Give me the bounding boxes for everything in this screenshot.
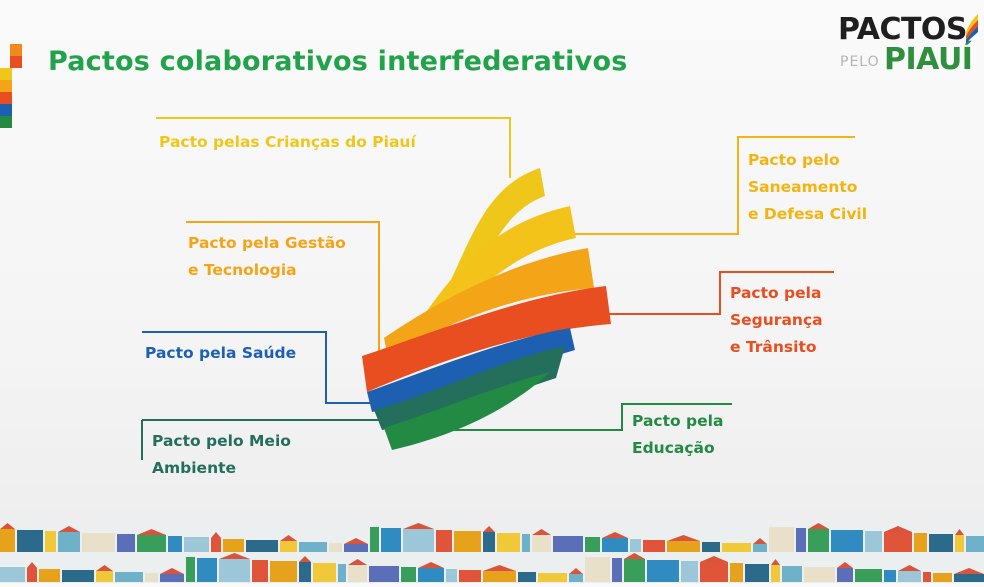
- logo: PACTOS PELO PIAUÍ: [838, 10, 978, 77]
- city-illustration-strip: [0, 522, 984, 583]
- ribbon-meio-ambiente: [374, 346, 565, 430]
- connector-criancas: [156, 117, 511, 178]
- label-meio-ambiente: Pacto pelo Meio Ambiente: [152, 432, 291, 477]
- page-title: Pactos colaborativos interfederativos: [48, 46, 628, 77]
- connector-gestao: [186, 221, 380, 354]
- connector-saneamento: [572, 136, 855, 235]
- logo-small-text: PELO: [840, 54, 880, 70]
- ribbon-saude: [367, 328, 575, 412]
- label-saneamento: Pacto pelo Saneamento e Defesa Civil: [748, 151, 868, 223]
- label-gestao: Pacto pela Gestão e Tecnologia: [188, 234, 346, 279]
- connector-seguranca: [605, 271, 834, 315]
- sidebar-accent: [0, 44, 22, 128]
- label-saude: Pacto pela Saúde: [145, 344, 297, 362]
- logo-flag-icon: [966, 14, 978, 44]
- label-educacao: Pacto pela Educação: [632, 412, 724, 457]
- logo-line2: PIAUÍ: [884, 42, 973, 77]
- connector-saude: [142, 331, 371, 404]
- ribbon-educacao: [384, 372, 550, 450]
- ribbon-seguranca: [362, 286, 611, 392]
- logo-line1: PACTOS: [838, 12, 968, 47]
- connector-educacao: [415, 403, 732, 431]
- label-seguranca: Pacto pela Segurança e Trânsito: [730, 284, 823, 356]
- label-criancas: Pacto pelas Crianças do Piauí: [159, 133, 416, 151]
